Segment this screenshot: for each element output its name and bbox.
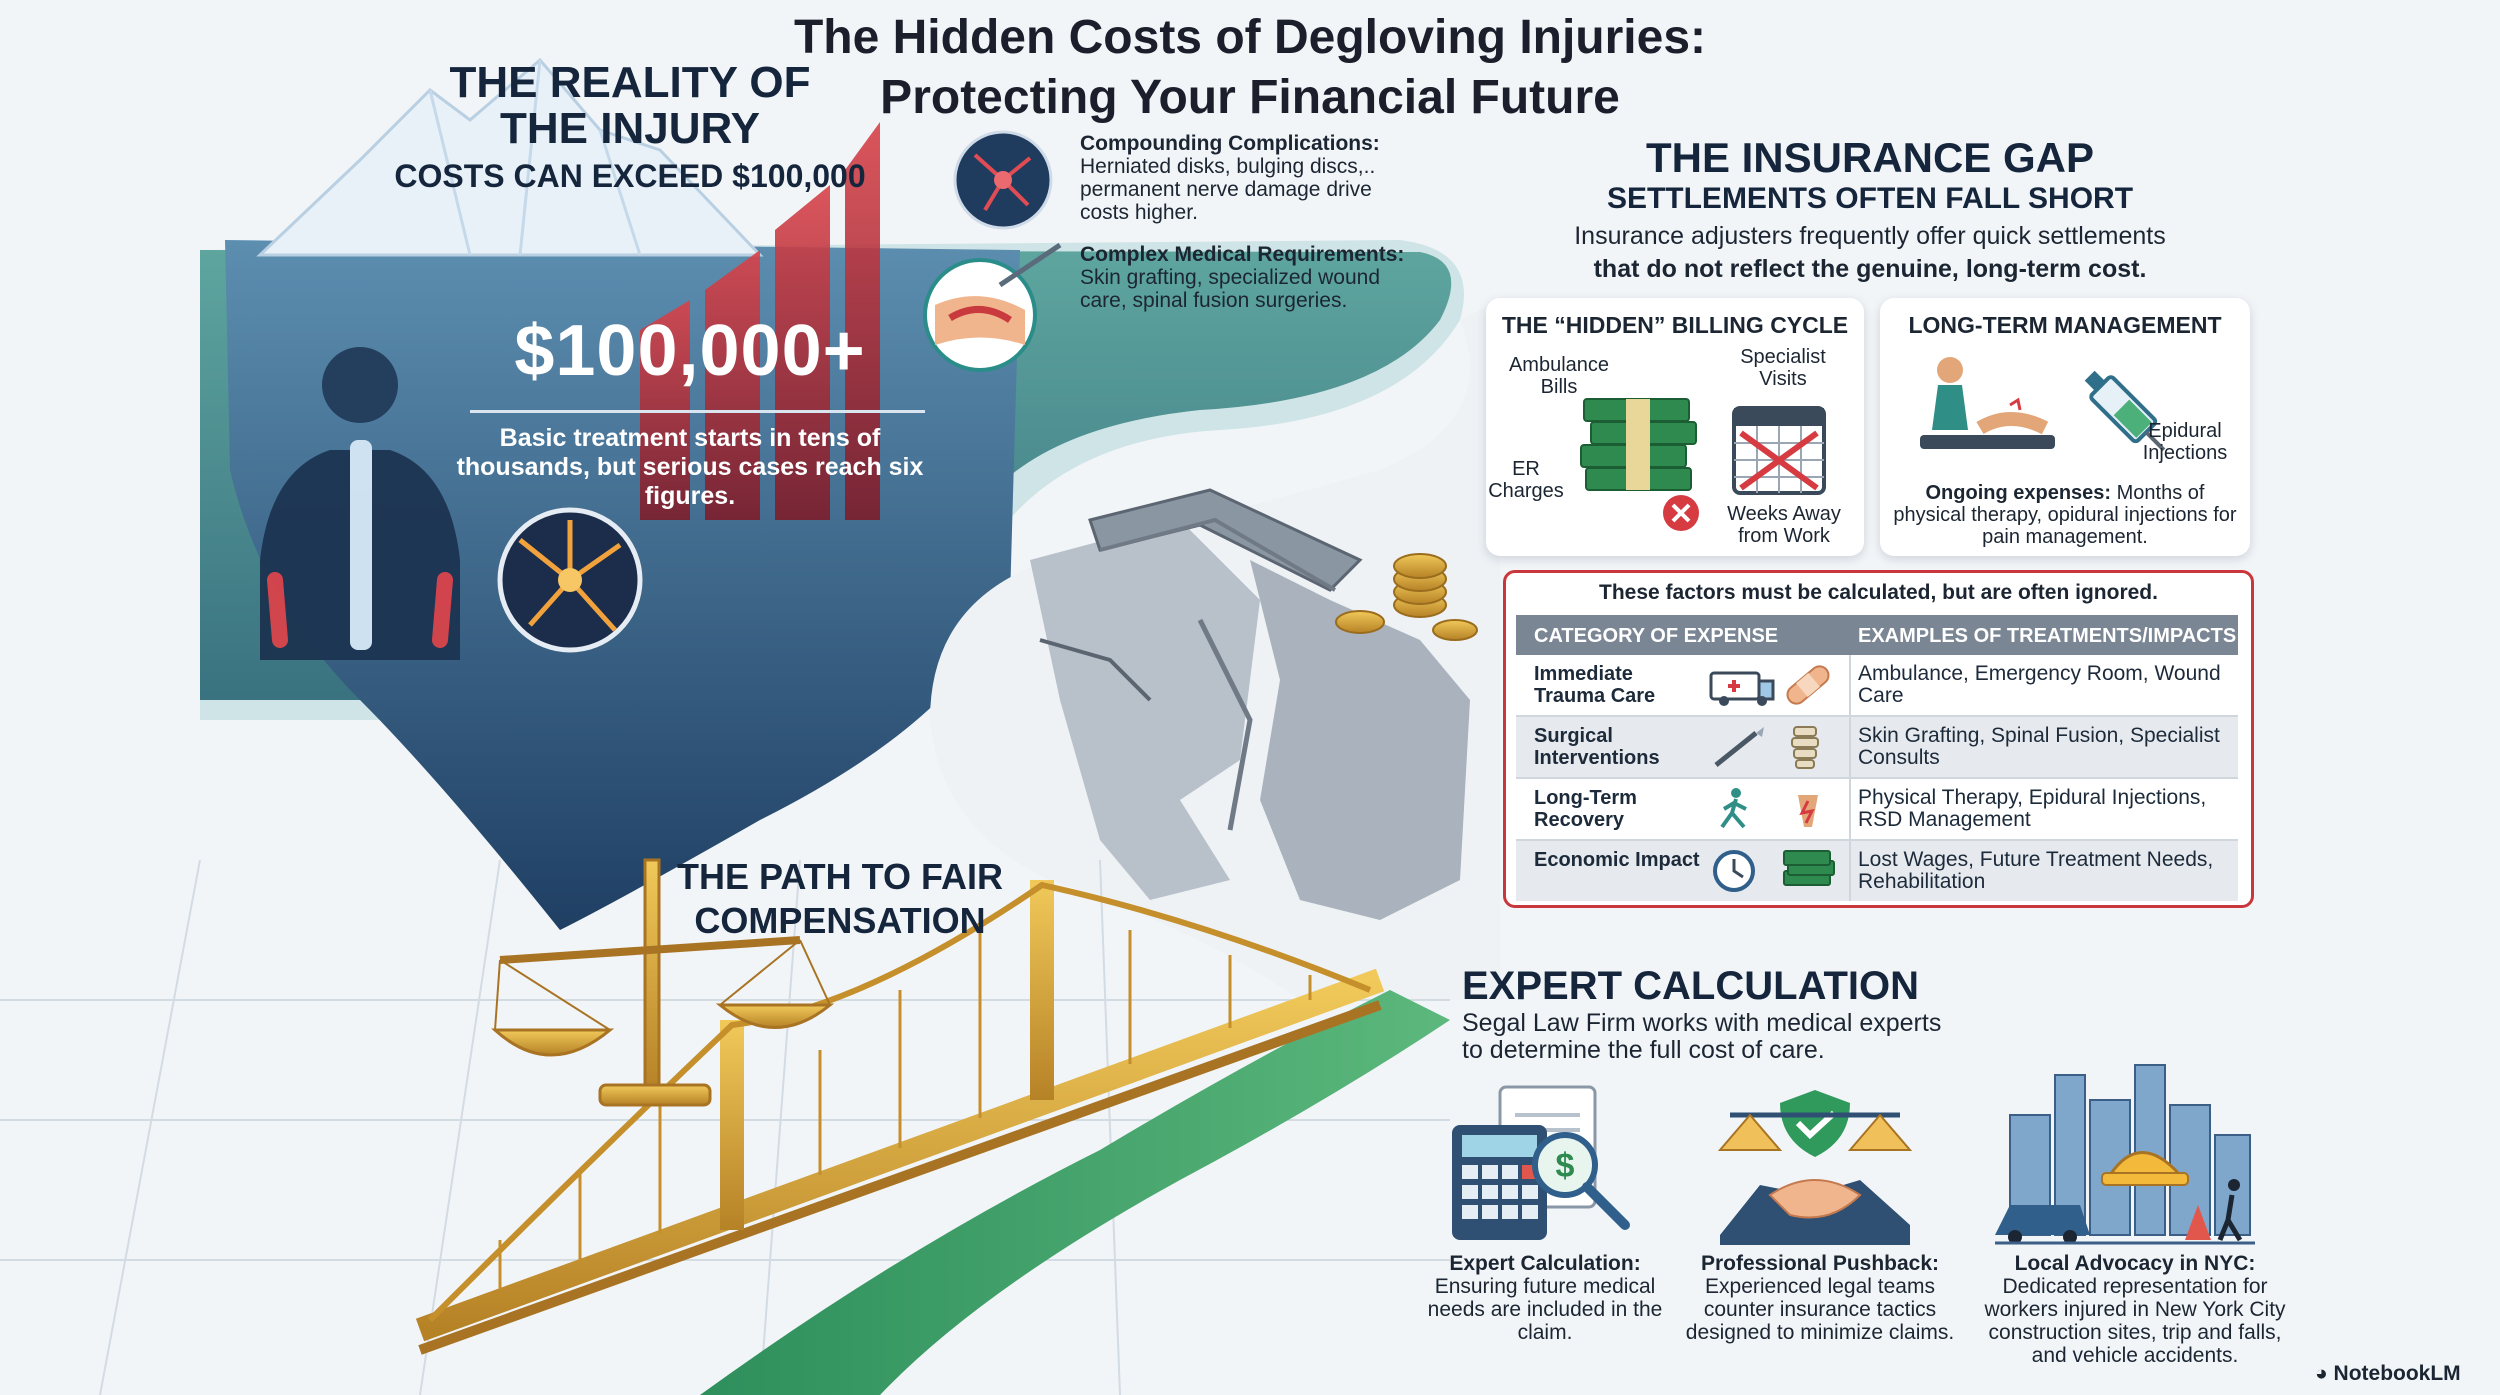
nerve-cell-illustration [497, 507, 643, 653]
row-category: Economic Impact [1534, 849, 1700, 871]
billing-cycle-card: THE “HIDDEN” BILLING CYCLE Ambulance Bil… [1486, 298, 1864, 556]
money-stack-icon [1580, 398, 1699, 531]
billing-cycle-title: THE “HIDDEN” BILLING CYCLE [1501, 312, 1849, 338]
insurance-gap-desc-1: Insurance adjusters frequently offer qui… [1574, 222, 2166, 250]
expert-heading: EXPERT CALCULATION [1462, 964, 1920, 1008]
row-examples: Physical Therapy, Epidural Injections, R… [1858, 786, 2207, 831]
money-icon [1783, 850, 1835, 886]
reality-section: THE REALITY OF THE INJURY COSTS CAN EXCE… [320, 60, 940, 196]
header-category: CATEGORY OF EXPENSE [1534, 625, 1779, 647]
path-heading-2: COMPENSATION [694, 900, 986, 941]
physical-therapy-icon [1920, 357, 2055, 449]
syringe-icon [2084, 370, 2166, 452]
insurance-gap-heading: THE INSURANCE GAP [1645, 134, 2095, 181]
brand-logo: ◕ NotebookLM [2315, 1362, 2461, 1386]
row-examples: Ambulance, Emergency Room, Wound Care [1858, 662, 2221, 707]
row-category: Surgical Interventions [1534, 725, 1660, 769]
bandage-icon [1786, 665, 1830, 705]
golden-bridge [415, 880, 1385, 1355]
expert-item-1-text: Ensuring future medical needs are includ… [1427, 1275, 1663, 1344]
cost-bar-2 [705, 250, 760, 520]
green-river [700, 990, 1450, 1395]
table-row: Long-Term Recovery Physical Therapy, Epi… [1516, 779, 2238, 841]
row-category: Long-Term Recovery [1534, 787, 1637, 831]
complication-item-1: Compounding Complications: Herniated dis… [1080, 132, 1410, 224]
expert-item-2: Professional Pushback: Experienced legal… [1685, 1252, 1955, 1344]
coin-stack [1335, 553, 1478, 641]
expert-item-2-text: Experienced legal teams counter insuranc… [1685, 1275, 1955, 1344]
ongoing-expenses-bold: Ongoing expenses: [1925, 482, 2112, 504]
table-row: Immediate Trauma Care Ambulance, Emergen… [1516, 655, 2238, 717]
insurance-gap-section: THE INSURANCE GAP SETTLEMENTS OFTEN FALL… [1510, 135, 2230, 283]
row-category: Immediate Trauma Care [1534, 663, 1656, 707]
complication-title-2: Complex Medical Requirements: [1080, 243, 1405, 266]
epidural-label: Epidural Injections [2142, 420, 2228, 464]
expert-item-1-title: Expert Calculation: [1449, 1252, 1641, 1275]
cost-divider [470, 410, 925, 413]
expert-item-3-text: Dedicated representation for workers inj… [1984, 1275, 2286, 1367]
expert-desc-1: Segal Law Firm works with medical expert… [1462, 1009, 1942, 1037]
handshake-icon [1717, 1090, 1913, 1245]
row-examples: Skin Grafting, Spinal Fusion, Specialist… [1858, 724, 2220, 769]
long-term-card: LONG-TERM MANAGEMENT Epidural Injections… [1880, 298, 2250, 556]
complication-text-2: Skin grafting, specialized wound care, s… [1080, 266, 1381, 312]
reality-subheading: COSTS CAN EXCEED $100,000 [394, 158, 866, 194]
long-term-title: LONG-TERM MANAGEMENT [1908, 312, 2222, 338]
expense-table-note: These factors must be calculated, but ar… [1599, 581, 2158, 604]
ambulance-bills-label: Ambulance Bills [1508, 354, 1610, 398]
cost-bar-3 [775, 185, 830, 520]
reality-heading-2: THE INJURY [500, 104, 760, 153]
er-charges-label: ER Charges [1488, 458, 1564, 502]
nerve-damage-icon [953, 130, 1053, 230]
ongoing-expenses-text: Ongoing expenses: Months of physical the… [1890, 482, 2240, 548]
runner-icon [1720, 788, 1747, 829]
calculator-icon: $ [1452, 1085, 1630, 1240]
expert-item-3: Local Advocacy in NYC: Dedicated represe… [1975, 1252, 2295, 1367]
expert-section: EXPERT CALCULATION Segal Law Firm works … [1462, 962, 2082, 1064]
calendar-icon [1732, 406, 1826, 495]
title-line-2: Protecting Your Financial Future [880, 71, 1620, 124]
spine-icon [1791, 726, 1819, 769]
expense-table: These factors must be calculated, but ar… [1503, 570, 2254, 908]
nerve-pain-icon [1798, 795, 1818, 827]
complication-item-2: Complex Medical Requirements: Skin graft… [1080, 243, 1410, 312]
spine-figure [260, 347, 460, 660]
svg-text:$: $ [1556, 1147, 1575, 1185]
cost-description: Basic treatment starts in tens of thousa… [456, 424, 924, 510]
expert-desc-2: to determine the full cost of care. [1462, 1036, 1825, 1064]
expert-item-1: Expert Calculation: Ensuring future medi… [1405, 1252, 1685, 1344]
expert-item-2-title: Professional Pushback: [1700, 1252, 1940, 1275]
page-title: The Hidden Costs of Degloving Injuries: … [720, 8, 1780, 128]
brand-name: NotebookLM [2333, 1362, 2461, 1385]
ambulance-icon [1709, 671, 1775, 706]
cost-big-number: $100,000+ [514, 311, 866, 391]
notebooklm-icon: ◕ [2315, 1362, 2328, 1385]
table-row: Economic Impact Lost Wages, Future Treat… [1516, 841, 2238, 901]
header-examples: EXAMPLES OF TREATMENTS/IMPACTS [1858, 625, 2237, 647]
clock-icon [1713, 850, 1755, 892]
weeks-away-label: Weeks Away from Work [1727, 503, 1841, 547]
ongoing-expenses-detail: Months of physical therapy, opidural inj… [1893, 482, 2237, 548]
path-heading: THE PATH TO FAIR COMPENSATION [640, 855, 1040, 943]
cliff [1030, 520, 1260, 900]
path-heading-1: THE PATH TO FAIR [676, 856, 1003, 897]
specialist-visits-label: Specialist Visits [1740, 346, 1826, 390]
expert-item-3-title: Local Advocacy in NYC: [2014, 1252, 2256, 1275]
row-examples: Lost Wages, Future Treatment Needs, Reha… [1858, 848, 2214, 893]
scalpel-icon [1714, 727, 1764, 767]
complication-text-1: Herniated disks, bulging discs,.. perman… [1080, 155, 1376, 224]
expense-table-header: CATEGORY OF EXPENSE EXAMPLES OF TREATMEN… [1516, 615, 2238, 655]
insurance-gap-desc-2: that do not reflect the genuine, long-te… [1593, 255, 2147, 283]
skin-graft-icon [923, 242, 1062, 372]
cost-bar-4 [845, 122, 880, 520]
scales-of-justice [491, 858, 835, 1107]
insurance-gap-subheading: SETTLEMENTS OFTEN FALL SHORT [1606, 182, 2134, 215]
complication-title-1: Compounding Complications: [1080, 132, 1380, 155]
title-line-1: The Hidden Costs of Degloving Injuries: [793, 11, 1707, 64]
table-row: Surgical Interventions Skin Grafting, Sp… [1516, 717, 2238, 779]
reality-heading-1: THE REALITY OF [449, 58, 811, 107]
city-skyline-icon [1995, 1064, 2255, 1245]
